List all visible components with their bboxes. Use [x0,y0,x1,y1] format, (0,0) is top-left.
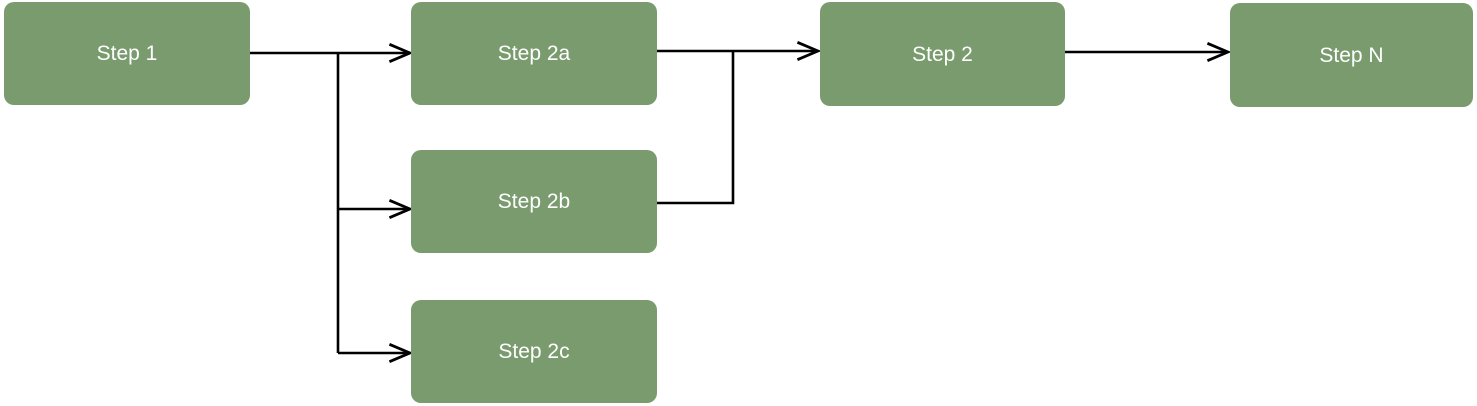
node-step-1-label: Step 1 [96,42,158,65]
node-step-2c: Step 2c [411,300,657,403]
node-step-2a: Step 2a [411,2,657,105]
node-step-N-label: Step N [1319,43,1384,67]
edge-step2b-merge [656,51,735,205]
node-step-2b: Step 2b [411,150,657,253]
node-step-N: Step N [1230,3,1473,107]
node-step-2c-label: Step 2c [498,340,570,363]
node-step-2b-label: Step 2b [497,190,571,213]
node-step-2: Step 2 [820,2,1065,106]
node-step-1: Step 1 [4,2,250,105]
node-step-2a-label: Step 2a [497,42,571,65]
node-step-2-label: Step 2 [912,42,973,66]
